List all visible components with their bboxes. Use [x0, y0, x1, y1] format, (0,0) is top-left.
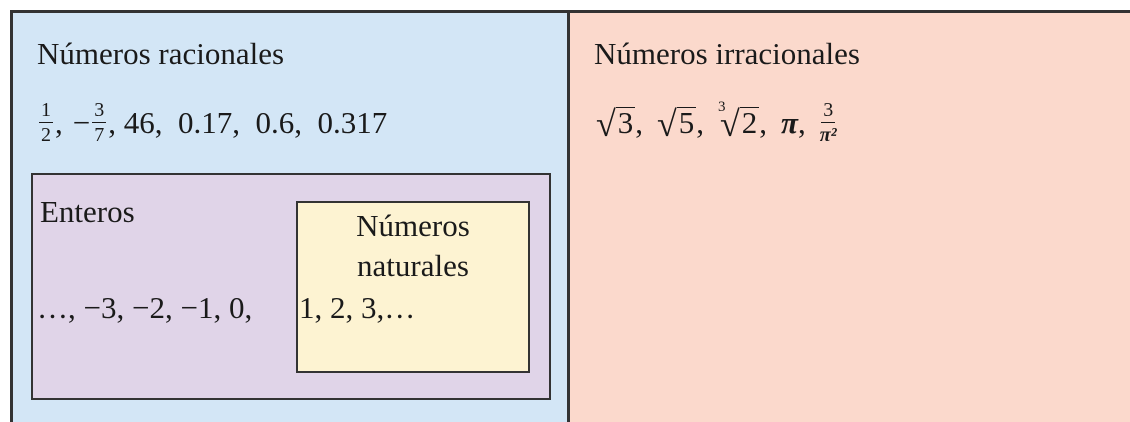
separator: ,: [759, 104, 768, 140]
natural-values: 1, 2, 3,…: [299, 290, 416, 325]
separator: ,: [797, 104, 806, 140]
rational-examples: 1 2 , − 3 7 , 46, 0.17, 0.6, 0.317: [37, 100, 387, 145]
root-index: 3: [718, 99, 726, 115]
sqrt-three: √ 3: [596, 104, 636, 144]
natural-title-line1: Números: [356, 208, 470, 243]
diagram-frame: [10, 10, 1130, 422]
radical-sign: √: [596, 104, 616, 144]
sqrt-five: √ 5: [657, 104, 697, 144]
numerator: 3: [92, 99, 107, 123]
cube-root-two: 3 √ 2: [718, 99, 760, 144]
denominator: 2: [41, 124, 51, 146]
separator: ,: [696, 104, 705, 140]
natural-numbers-box: [296, 201, 530, 373]
radical-sign: √: [720, 104, 740, 144]
numerator: 3: [821, 99, 836, 123]
radicand: 5: [676, 105, 697, 140]
denominator: π²: [819, 124, 837, 146]
radical-sign: √: [657, 104, 677, 144]
radicand: 3: [615, 105, 636, 140]
irrational-numbers-panel: [570, 13, 1130, 422]
natural-title-line2: naturales: [357, 248, 469, 283]
separator: ,: [55, 104, 63, 140]
pi-symbol: π: [781, 104, 798, 140]
rational-values: , 46, 0.17, 0.6, 0.317: [108, 104, 388, 140]
integers-title: Enteros: [40, 194, 135, 229]
fraction-three-sevenths: 3 7: [92, 99, 107, 146]
rational-numbers-title: Números racionales: [37, 36, 285, 71]
integers-values: …, −3, −2, −1, 0,: [37, 290, 260, 325]
irrational-examples: √ 3 , √ 5 , 3 √ 2 , π , 3 π²: [594, 99, 841, 145]
natural-numbers-title: Números naturales: [296, 206, 530, 286]
numerator: 1: [39, 99, 53, 123]
minus-sign: −: [72, 104, 91, 140]
radicand: 2: [739, 105, 760, 140]
fraction-one-half: 1 2: [39, 100, 53, 145]
separator: ,: [635, 104, 644, 140]
irrational-numbers-title: Números irracionales: [594, 36, 860, 71]
denominator: 7: [94, 124, 105, 146]
fraction-three-over-pi-squared: 3 π²: [818, 100, 839, 145]
